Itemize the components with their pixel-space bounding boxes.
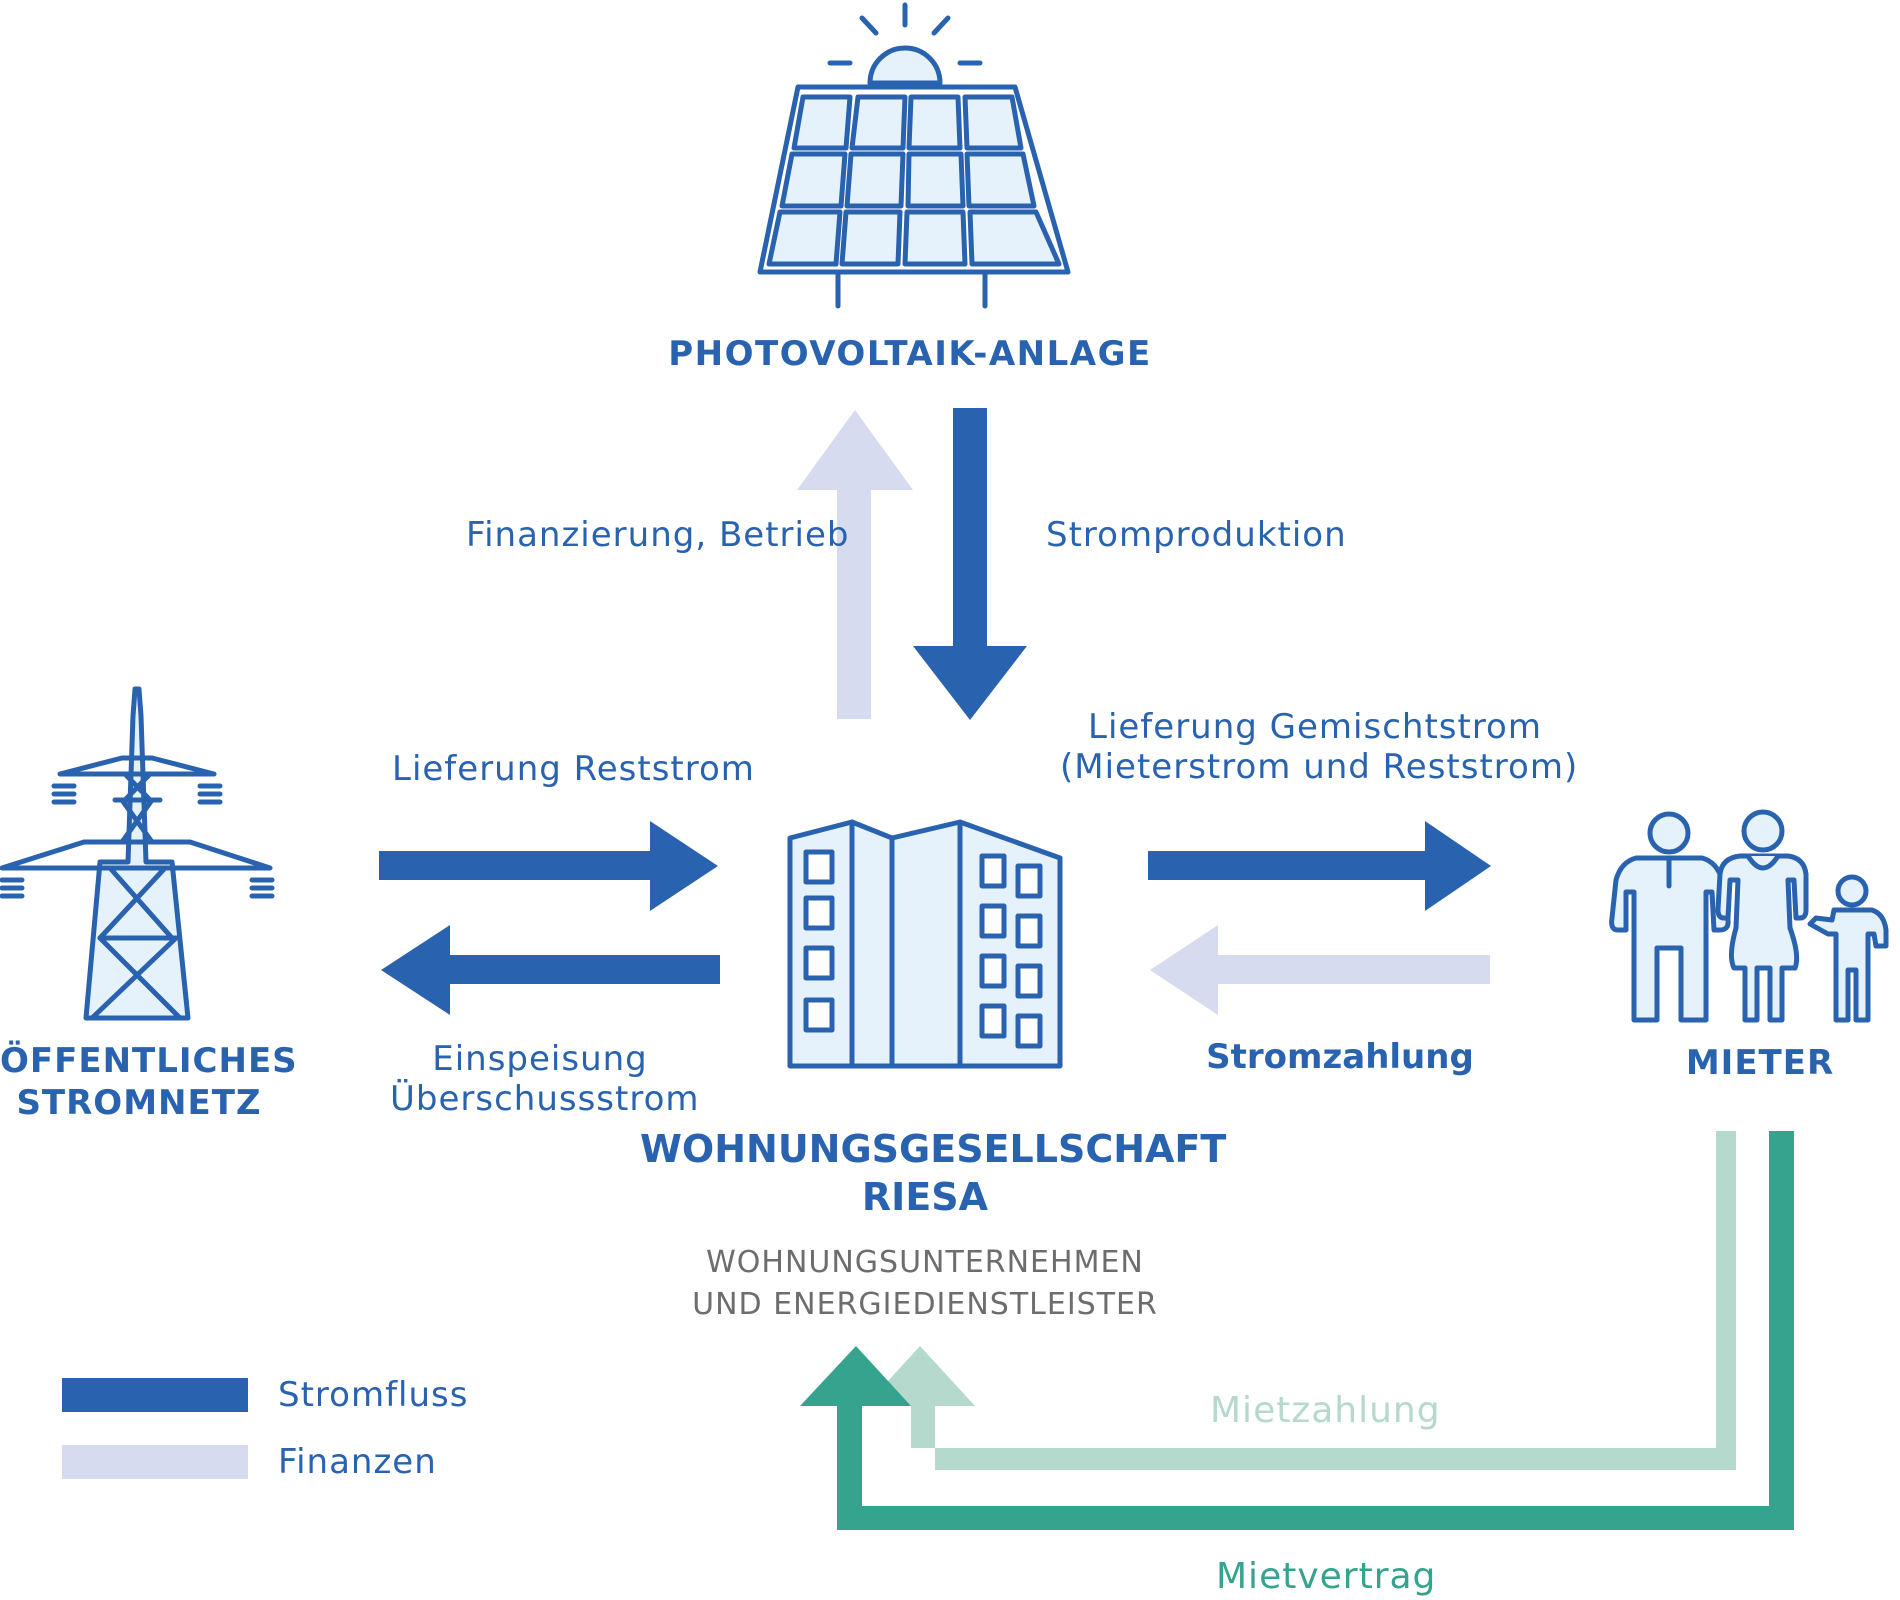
grid-title-line1: ÖFFENTLICHES — [0, 1041, 298, 1081]
legend-swatch-finanzen — [62, 1445, 248, 1479]
apartment-building-icon — [787, 819, 1063, 1069]
arrow-lieferung-reststrom — [379, 821, 718, 911]
legend-swatch-stromfluss — [62, 1378, 248, 1412]
label-lieferung-reststrom: Lieferung Reststrom — [392, 749, 755, 789]
company-subtitle-line2: UND ENERGIEDIENSTLEISTER — [692, 1287, 1158, 1322]
legend-label-finanzen: Finanzen — [278, 1442, 437, 1482]
label-gemischtstrom-line1: Lieferung Gemischtstrom — [1088, 707, 1542, 747]
company-title-line1: WOHNUNGSGESELLSCHAFT — [640, 1127, 1227, 1171]
power-pylon-icon — [0, 686, 275, 1021]
legend-label-stromfluss: Stromfluss — [278, 1375, 469, 1415]
arrow-finanzierung-up — [797, 410, 913, 719]
arrow-stromzahlung — [1150, 925, 1490, 1015]
arrow-einspeisung — [381, 925, 720, 1015]
company-subtitle-line1: WOHNUNGSUNTERNEHMEN — [706, 1245, 1144, 1280]
arrow-lieferung-gemischtstrom — [1148, 821, 1491, 911]
label-gemischtstrom-line2: (Mieterstrom und Reststrom) — [1060, 747, 1579, 787]
photovoltaik-title: PHOTOVOLTAIK-ANLAGE — [668, 334, 1152, 374]
solar-panel-icon — [757, 2, 1071, 309]
grid-title-line2: STROMNETZ — [16, 1083, 262, 1123]
arrow-stromproduktion-down — [913, 408, 1027, 720]
label-einspeisung-line2: Überschussstrom — [390, 1079, 700, 1119]
family-icon — [1609, 809, 1889, 1023]
label-mietzahlung: Mietzahlung — [1210, 1390, 1441, 1431]
label-mietvertrag: Mietvertrag — [1216, 1556, 1437, 1597]
label-stromzahlung: Stromzahlung — [1206, 1037, 1474, 1077]
label-stromproduktion: Stromproduktion — [1046, 515, 1347, 555]
mieter-title: MIETER — [1685, 1043, 1835, 1083]
company-title-line2: RIESA — [861, 1175, 989, 1219]
label-einspeisung-line1: Einspeisung — [432, 1039, 648, 1079]
label-finanzierung: Finanzierung, Betrieb — [466, 515, 850, 555]
